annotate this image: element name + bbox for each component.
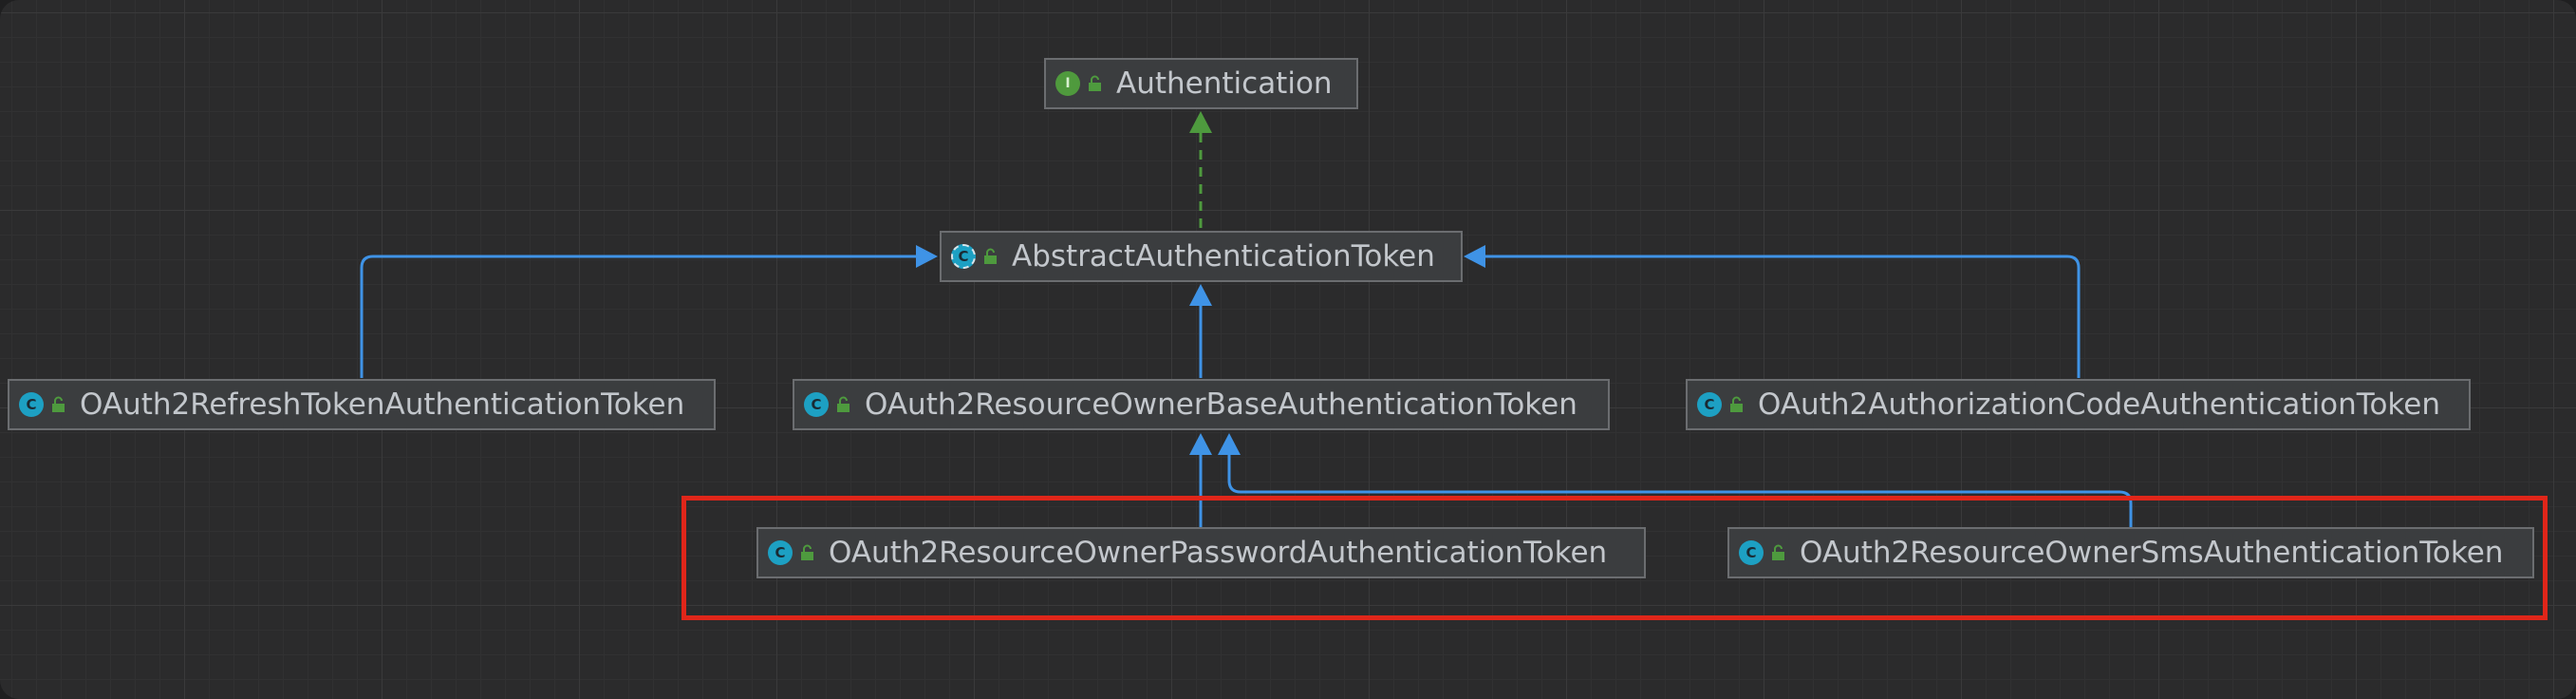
arrowhead-authentication xyxy=(1189,111,1212,133)
node-label: Authentication xyxy=(1116,66,1333,101)
node-label: OAuth2AuthorizationCodeAuthenticationTok… xyxy=(1758,387,2440,422)
unlock-icon xyxy=(52,396,65,412)
class-icon: C xyxy=(768,540,793,565)
class-icon: C xyxy=(19,392,44,417)
node-label: OAuth2ResourceOwnerBaseAuthenticationTok… xyxy=(865,387,1577,422)
edge-authcode-extends-abstract xyxy=(1476,255,2081,378)
unlock-icon xyxy=(1730,396,1743,412)
node-label: AbstractAuthenticationToken xyxy=(1012,239,1435,274)
node-label: OAuth2ResourceOwnerSmsAuthenticationToke… xyxy=(1800,536,2504,570)
arrowhead-base-left xyxy=(1189,433,1212,455)
node-label: OAuth2ResourceOwnerPasswordAuthenticatio… xyxy=(829,536,1608,570)
node-abstract-authentication-token[interactable]: C AbstractAuthenticationToken xyxy=(940,231,1463,282)
unlock-icon xyxy=(1089,75,1101,91)
arrowhead-abstract-bottom xyxy=(1189,284,1212,306)
arrowhead-abstract-left xyxy=(916,245,938,268)
edge-refresh-extends-abstract xyxy=(360,255,925,378)
unlock-icon xyxy=(837,396,849,412)
unlock-icon xyxy=(984,248,997,264)
unlock-icon xyxy=(1772,544,1784,560)
node-refresh-token[interactable]: C OAuth2RefreshTokenAuthenticationToken xyxy=(8,379,716,430)
node-label: OAuth2RefreshTokenAuthenticationToken xyxy=(80,387,685,422)
node-authentication[interactable]: I Authentication xyxy=(1044,58,1358,109)
class-icon: C xyxy=(804,392,829,417)
node-owner-password-token[interactable]: C OAuth2ResourceOwnerPasswordAuthenticat… xyxy=(756,527,1646,578)
interface-icon: I xyxy=(1055,71,1080,96)
node-owner-sms-token[interactable]: C OAuth2ResourceOwnerSmsAuthenticationTo… xyxy=(1727,527,2534,578)
class-icon: C xyxy=(1739,540,1764,565)
unlock-icon xyxy=(801,544,813,560)
arrowhead-base-right xyxy=(1218,433,1241,455)
abstract-class-icon: C xyxy=(951,244,976,269)
node-owner-base-token[interactable]: C OAuth2ResourceOwnerBaseAuthenticationT… xyxy=(793,379,1610,430)
highlight-box xyxy=(681,496,2548,620)
class-icon: C xyxy=(1697,392,1722,417)
arrowhead-abstract-right xyxy=(1464,245,1485,268)
node-authorization-code-token[interactable]: C OAuth2AuthorizationCodeAuthenticationT… xyxy=(1686,379,2471,430)
